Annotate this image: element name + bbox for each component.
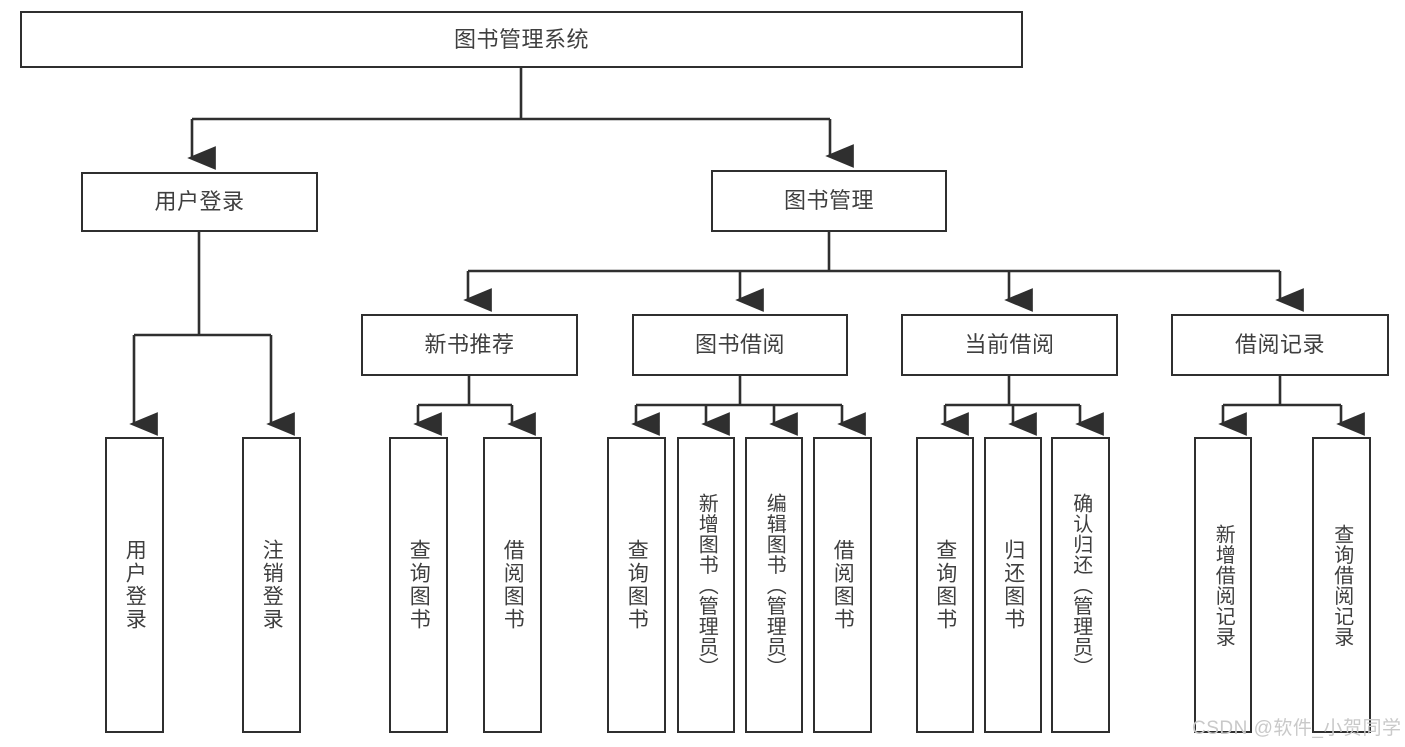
- node-leaf-confirm-return[interactable]: 确认归还（管理员）: [1051, 437, 1110, 733]
- node-book-management[interactable]: 图书管理: [711, 170, 947, 232]
- node-leaf-add-book[interactable]: 新增图书（管理员）: [677, 437, 735, 733]
- node-label: 新增借阅记录: [1212, 523, 1235, 647]
- node-label: 借阅图书: [501, 539, 525, 631]
- node-leaf-query-book-1[interactable]: 查询图书: [389, 437, 448, 733]
- node-label: 查询借阅记录: [1330, 523, 1353, 647]
- node-label: 归还图书: [1001, 539, 1025, 631]
- node-leaf-query-book-3[interactable]: 查询图书: [916, 437, 974, 733]
- node-user-login[interactable]: 用户登录: [81, 172, 318, 232]
- node-leaf-query-book-2[interactable]: 查询图书: [607, 437, 666, 733]
- node-current-borrow[interactable]: 当前借阅: [901, 314, 1118, 376]
- node-label: 注销登录: [260, 539, 284, 631]
- node-leaf-borrow-book-2[interactable]: 借阅图书: [813, 437, 872, 733]
- node-label: 编辑图书（管理员）: [763, 492, 786, 678]
- node-leaf-borrow-book-1[interactable]: 借阅图书: [483, 437, 542, 733]
- csdn-watermark: CSDN @软件_小贺同学: [1192, 718, 1402, 739]
- node-label: 用户登录: [123, 539, 147, 631]
- node-label: 图书管理系统: [453, 26, 589, 52]
- node-label: 借阅图书: [831, 539, 855, 631]
- node-label: 查询图书: [625, 539, 649, 631]
- node-new-book-recommend[interactable]: 新书推荐: [361, 314, 578, 376]
- node-borrow-record[interactable]: 借阅记录: [1171, 314, 1389, 376]
- node-leaf-edit-book[interactable]: 编辑图书（管理员）: [745, 437, 803, 733]
- node-leaf-return-book[interactable]: 归还图书: [984, 437, 1042, 733]
- node-label: 图书借阅: [694, 332, 785, 358]
- node-label: 新书推荐: [424, 332, 515, 358]
- node-label: 借阅记录: [1234, 332, 1325, 358]
- node-leaf-logout[interactable]: 注销登录: [242, 437, 301, 733]
- node-label: 当前借阅: [964, 332, 1055, 358]
- node-leaf-add-record[interactable]: 新增借阅记录: [1194, 437, 1252, 733]
- node-label: 新增图书（管理员）: [695, 492, 718, 678]
- node-leaf-user-login[interactable]: 用户登录: [105, 437, 164, 733]
- node-label: 查询图书: [933, 539, 957, 631]
- node-label: 用户登录: [154, 189, 245, 215]
- node-label: 查询图书: [407, 539, 431, 631]
- node-book-borrow[interactable]: 图书借阅: [632, 314, 848, 376]
- node-label: 图书管理: [783, 188, 874, 214]
- node-label: 确认归还（管理员）: [1069, 492, 1092, 678]
- node-leaf-query-record[interactable]: 查询借阅记录: [1312, 437, 1371, 733]
- node-book-management-system[interactable]: 图书管理系统: [20, 11, 1023, 68]
